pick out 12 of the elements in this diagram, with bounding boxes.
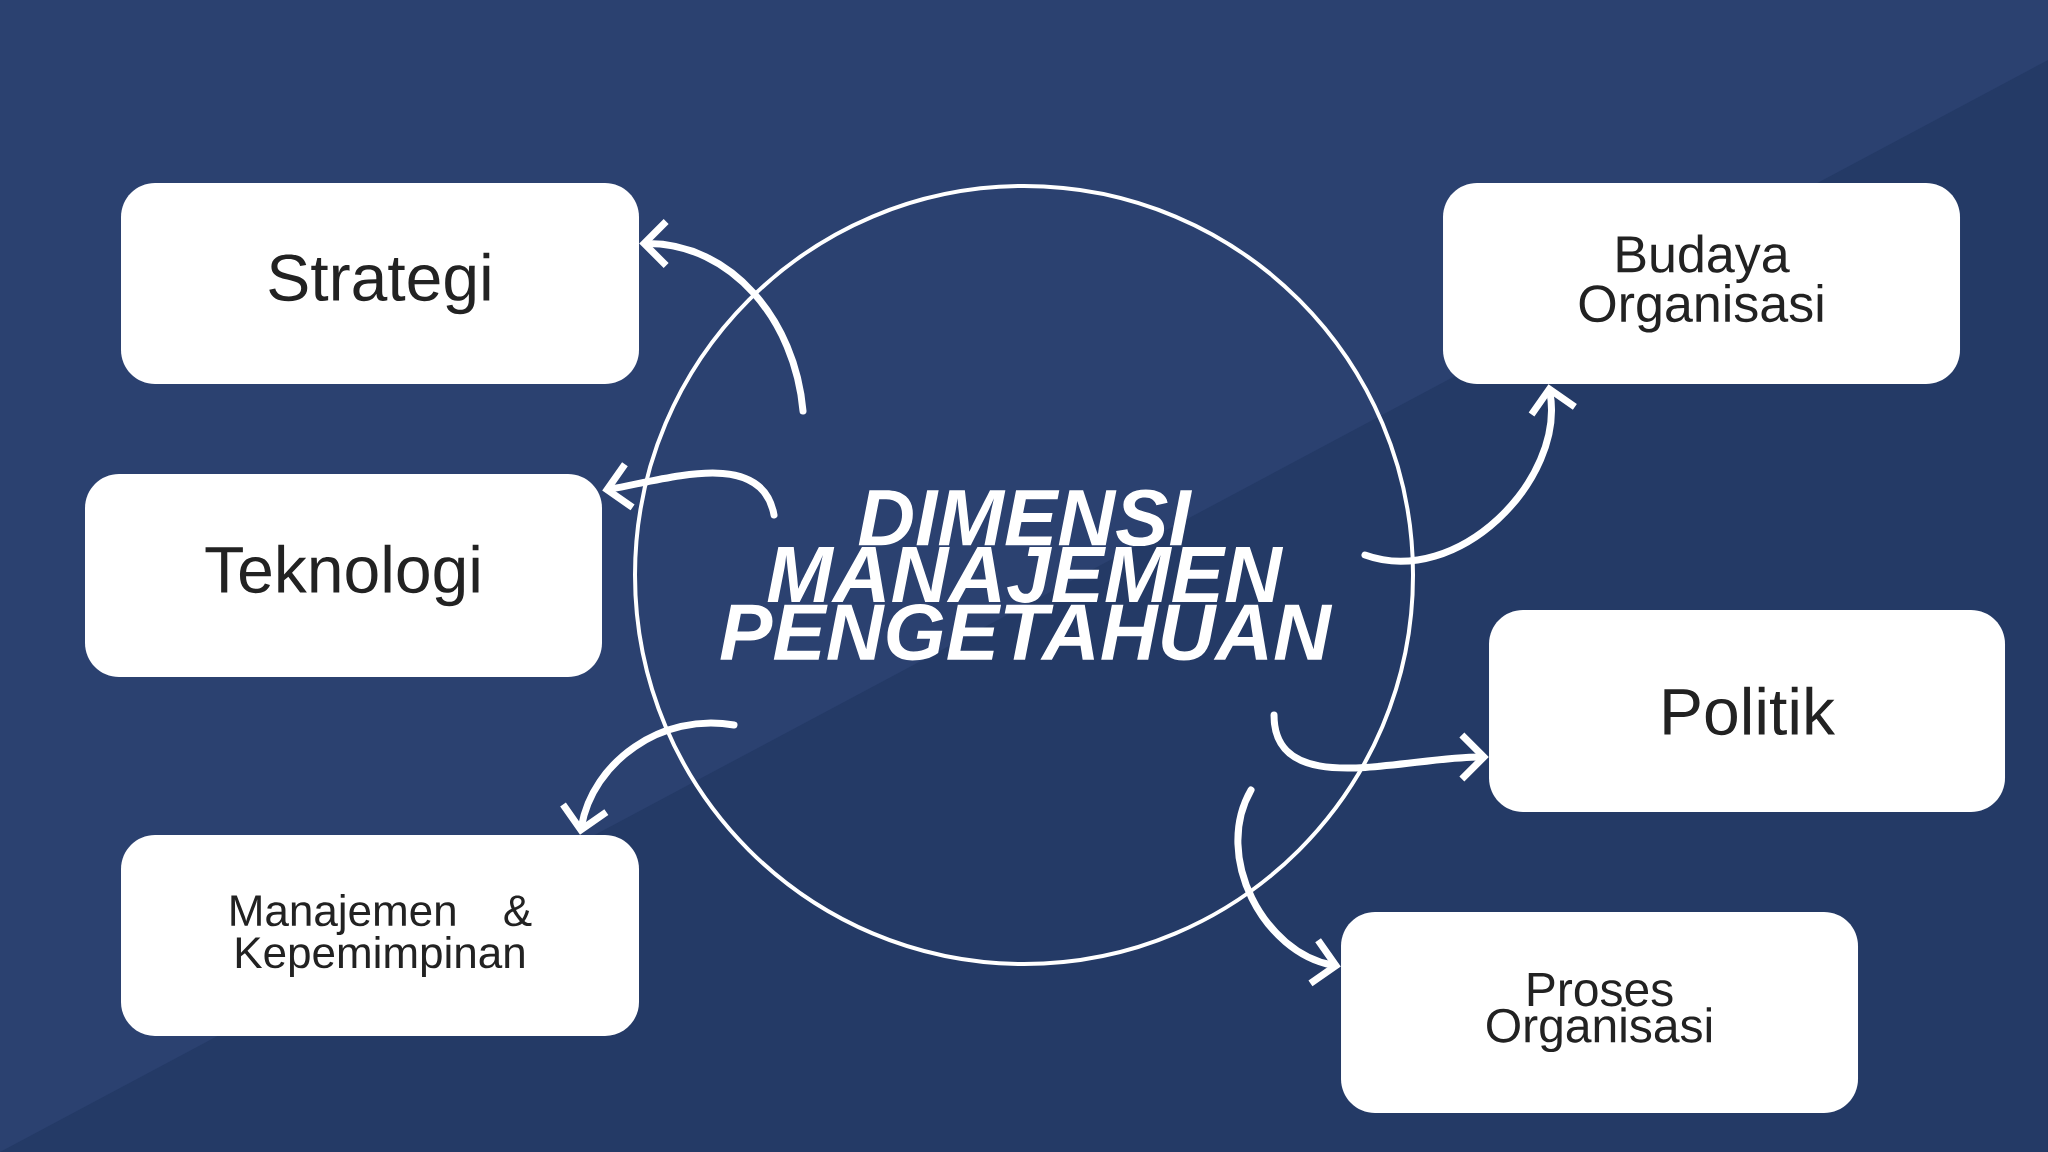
arrow bbox=[560, 719, 738, 835]
text-box: Politik bbox=[1489, 610, 2005, 812]
text-box: Proses Organisasi bbox=[1341, 912, 1858, 1113]
text-box: Manajemen & Kepemimpinan bbox=[121, 835, 639, 1036]
arrow bbox=[639, 219, 807, 415]
arrow bbox=[1234, 786, 1341, 987]
arrow bbox=[602, 462, 778, 519]
text-box: Budaya Organisasi bbox=[1443, 183, 1960, 384]
arrow bbox=[1361, 384, 1577, 565]
arrow bbox=[1270, 711, 1489, 782]
text-box: Strategi bbox=[121, 183, 639, 384]
text-box: Teknologi bbox=[85, 474, 602, 677]
